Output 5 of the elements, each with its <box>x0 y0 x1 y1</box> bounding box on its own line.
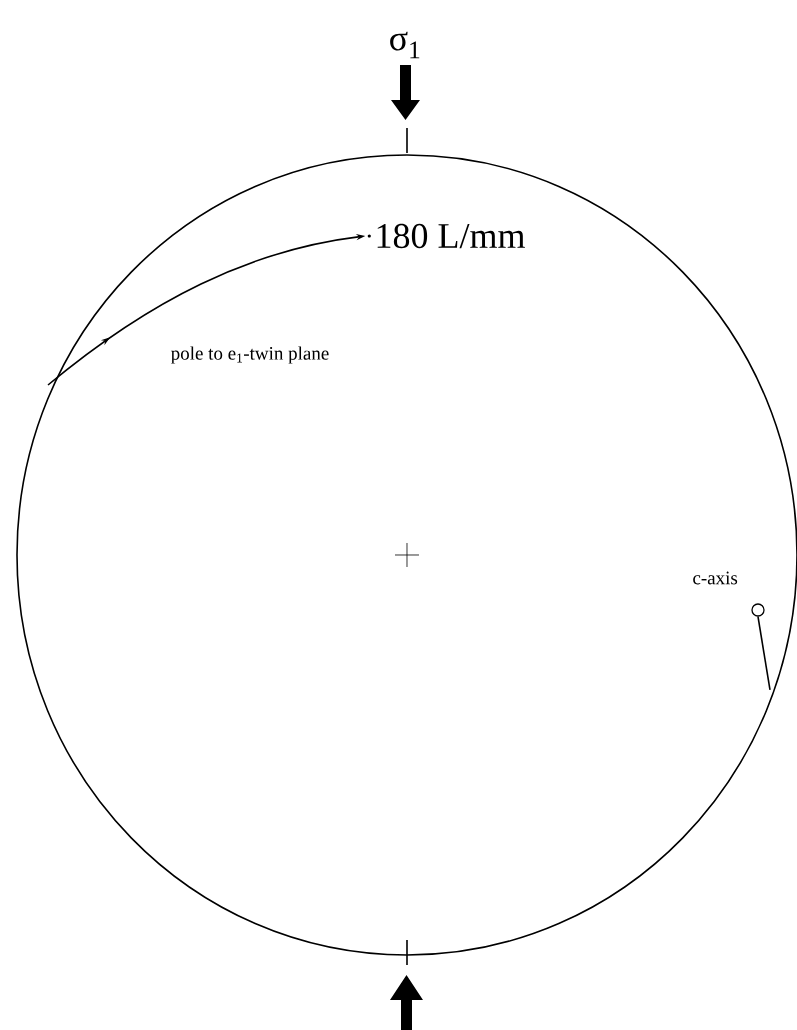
annotation-text: pole to e$_{1}$-twin plane <box>171 346 329 364</box>
stress-label: σ$_{1}$ <box>390 31 420 59</box>
axis-label: c-axis <box>693 571 738 585</box>
axis-trace <box>757 615 771 691</box>
point-label: 180 L/mm <box>377 223 525 249</box>
